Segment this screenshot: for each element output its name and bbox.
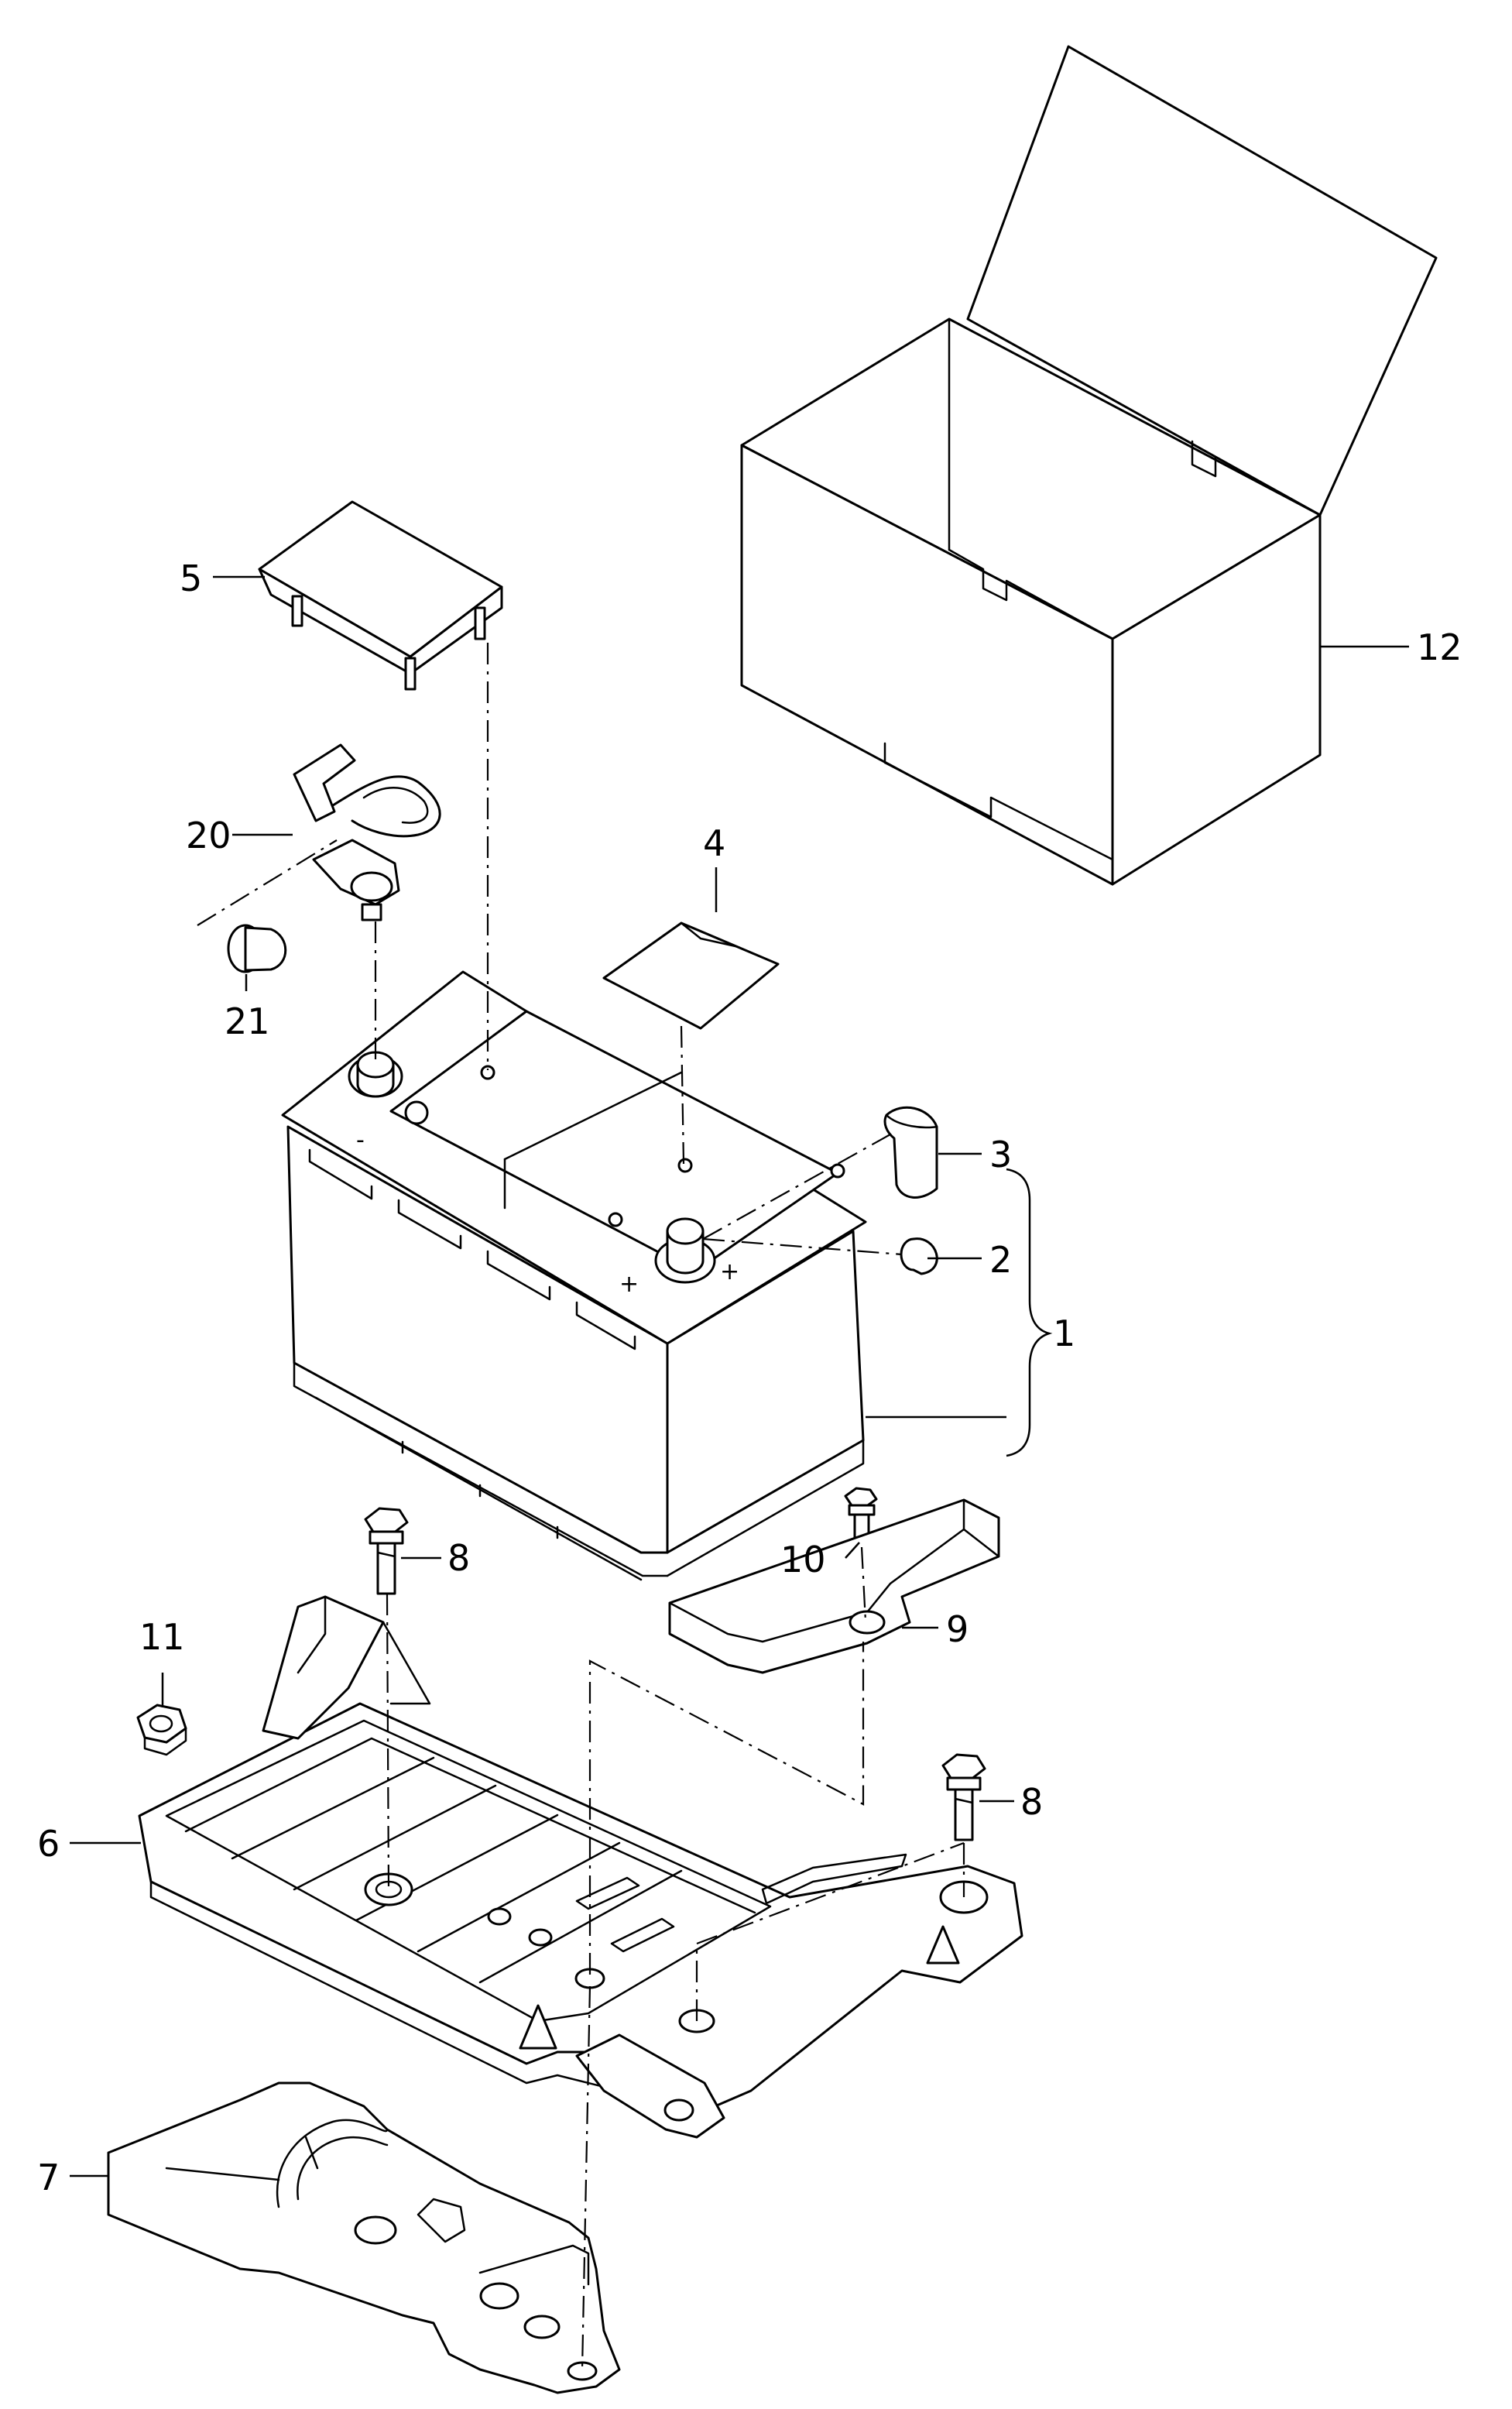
label-10: 10 (780, 1539, 826, 1580)
label-8-upper: 8 (447, 1537, 470, 1579)
label-9: 9 (946, 1608, 969, 1650)
part-6-hole (487, 1907, 512, 1926)
part-21-plug (227, 924, 287, 973)
assembly-lines (197, 643, 965, 2370)
part-5-clip-left (291, 595, 303, 627)
part-7-heat-shield (107, 2081, 621, 2394)
positive-mark: + (720, 1258, 739, 1285)
part-3-terminal-cap (883, 1106, 938, 1199)
label-11: 11 (139, 1616, 185, 1658)
negative-mark: - (356, 1127, 365, 1154)
part-5-pin-left (404, 657, 417, 691)
part-2-vent-plug (900, 1237, 938, 1275)
part-6-hole (663, 2098, 694, 2122)
part-11-nut (136, 1704, 187, 1756)
battery-side-port (830, 1163, 845, 1179)
part-20-clamp-tab (361, 903, 382, 921)
label-1: 1 (1053, 1313, 1075, 1354)
label-5: 5 (180, 558, 202, 599)
label-4: 4 (703, 822, 725, 864)
label-20: 20 (186, 815, 231, 856)
label-8-right: 8 (1020, 1781, 1043, 1823)
label-21: 21 (225, 1000, 270, 1042)
part-8-bolt-right (941, 1753, 986, 1841)
positive-terminal-post (654, 1217, 716, 1284)
part-5-terminal-cover (258, 500, 503, 691)
part-1-battery: - + + (281, 970, 867, 1581)
part-7-hole (523, 2315, 561, 2339)
part-20-terminal-clamp (293, 743, 441, 921)
part-6-locating-cone (519, 2004, 557, 2050)
battery-vent-hole (480, 1065, 495, 1080)
part-6-battery-tray (138, 1595, 1023, 2139)
part-9-bolt-hole (849, 1610, 886, 1635)
part-7-hole (567, 2361, 598, 2381)
part-6-hole (528, 1928, 553, 1947)
label-2: 2 (989, 1239, 1012, 1281)
part-labels: 5 20 21 4 3 2 1 12 8 10 9 11 8 6 7 (37, 558, 1462, 2198)
part-9-bracket (668, 1498, 1000, 1674)
part-8-bolt-upper (364, 1507, 409, 1595)
battery-vent-hole (404, 1100, 429, 1125)
label-6: 6 (37, 1823, 60, 1865)
part-4-label (602, 921, 780, 1030)
label-7: 7 (37, 2157, 60, 2198)
label-3: 3 (989, 1134, 1012, 1175)
part-7-hole (479, 2282, 519, 2310)
part-6-locating-cone (926, 1925, 960, 1965)
part-20-clamp-ring (350, 871, 393, 902)
leader-lines (70, 575, 1409, 2177)
part-5-pin-right (474, 606, 486, 640)
positive-mark: + (619, 1271, 639, 1298)
battery-vent-hole (608, 1212, 623, 1227)
label-12: 12 (1417, 626, 1462, 668)
negative-terminal-post (348, 1051, 403, 1098)
part-7-hole (354, 2215, 397, 2245)
part-12-storage-box (740, 45, 1438, 886)
battery-vent-hole (677, 1158, 693, 1173)
